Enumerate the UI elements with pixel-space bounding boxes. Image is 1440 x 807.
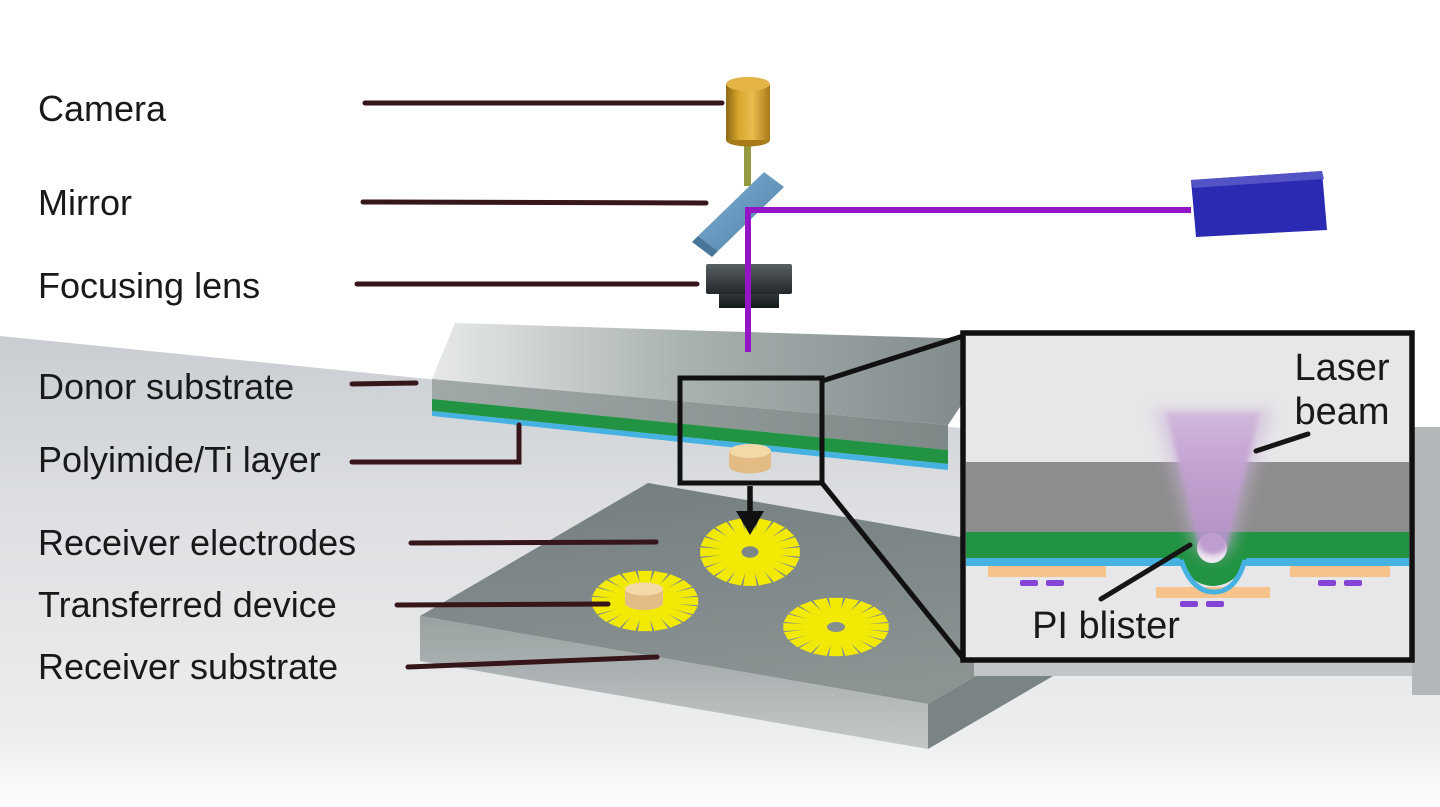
label-mirror: Mirror xyxy=(38,182,132,223)
label-receiver-electrodes: Receiver electrodes xyxy=(38,522,356,563)
label-laser-beam-line2: beam xyxy=(1294,391,1389,433)
donor-front-face xyxy=(432,379,948,450)
leader-receiver-substrate xyxy=(405,654,660,670)
donor-top-face xyxy=(432,323,1005,425)
inset-contact-dash xyxy=(1046,580,1064,586)
leader-pi-blister xyxy=(1098,542,1193,602)
falling-device-top xyxy=(729,444,771,458)
leader-transferred-device xyxy=(394,601,611,608)
inset-contact-dash xyxy=(1180,601,1198,607)
laser-source-shape xyxy=(1191,171,1327,237)
inset-shadow-right xyxy=(1412,427,1440,695)
zoom-region-box xyxy=(677,375,825,486)
label-pi-blister: PI blister xyxy=(1032,605,1180,647)
inset-content: Laser beam PI blister xyxy=(966,347,1409,647)
leader-receiver-electrodes xyxy=(408,539,659,546)
mirror-shape xyxy=(692,172,784,257)
leader-polyimide-ti xyxy=(349,422,522,465)
inset-device-left xyxy=(988,566,1106,577)
camera-body xyxy=(726,84,770,140)
label-polyimide-ti-layer: Polyimide/Ti layer xyxy=(38,439,321,480)
laser-beam-path xyxy=(745,207,1191,352)
transfer-arrow-head xyxy=(736,511,764,535)
label-camera: Camera xyxy=(38,88,167,129)
inset-contact-dash xyxy=(1344,580,1362,586)
camera-top xyxy=(726,77,770,91)
pi-blister-bulge xyxy=(1178,552,1248,586)
donor-substrate-shape xyxy=(432,323,1005,470)
inset-shadow-bottom xyxy=(974,662,1412,676)
camera-shape xyxy=(726,77,770,186)
leader-donor-substrate xyxy=(349,380,419,387)
mirror-face xyxy=(698,172,784,251)
laser-cone xyxy=(1166,412,1260,555)
inset-contact-dash xyxy=(1206,601,1224,607)
laser-source-body xyxy=(1191,171,1327,237)
pi-blister-ti-arc xyxy=(1178,559,1248,595)
zoom-connector-top xyxy=(821,333,964,384)
laser-source-top-bevel xyxy=(1191,171,1324,188)
transfer-arrow xyxy=(736,486,764,535)
receiver-front-face xyxy=(420,616,928,749)
polyimide-layer-shape xyxy=(432,399,948,464)
label-transferred-device: Transferred device xyxy=(38,584,337,625)
transferred-device-top xyxy=(625,582,663,596)
mirror-edge xyxy=(692,236,718,257)
camera-optical-path xyxy=(744,138,751,186)
label-focusing-lens: Focusing lens xyxy=(38,265,260,306)
inset-contact-dash xyxy=(1318,580,1336,586)
leader-mirror xyxy=(360,199,709,206)
leader-laser-beam xyxy=(1253,431,1311,454)
label-receiver-substrate: Receiver substrate xyxy=(38,646,338,687)
inset-contact-dash xyxy=(1020,580,1038,586)
leader-lines xyxy=(349,100,725,670)
ti-layer-shape xyxy=(432,411,948,470)
inset-device-right xyxy=(1290,566,1390,577)
falling-device-shape xyxy=(729,444,771,474)
foreground-strip xyxy=(0,744,1440,807)
zoom-connector-bottom xyxy=(820,481,965,660)
label-donor-substrate: Donor substrate xyxy=(38,366,294,407)
label-laser-beam-line1: Laser xyxy=(1294,347,1389,389)
transferred-device-shape xyxy=(625,582,663,610)
